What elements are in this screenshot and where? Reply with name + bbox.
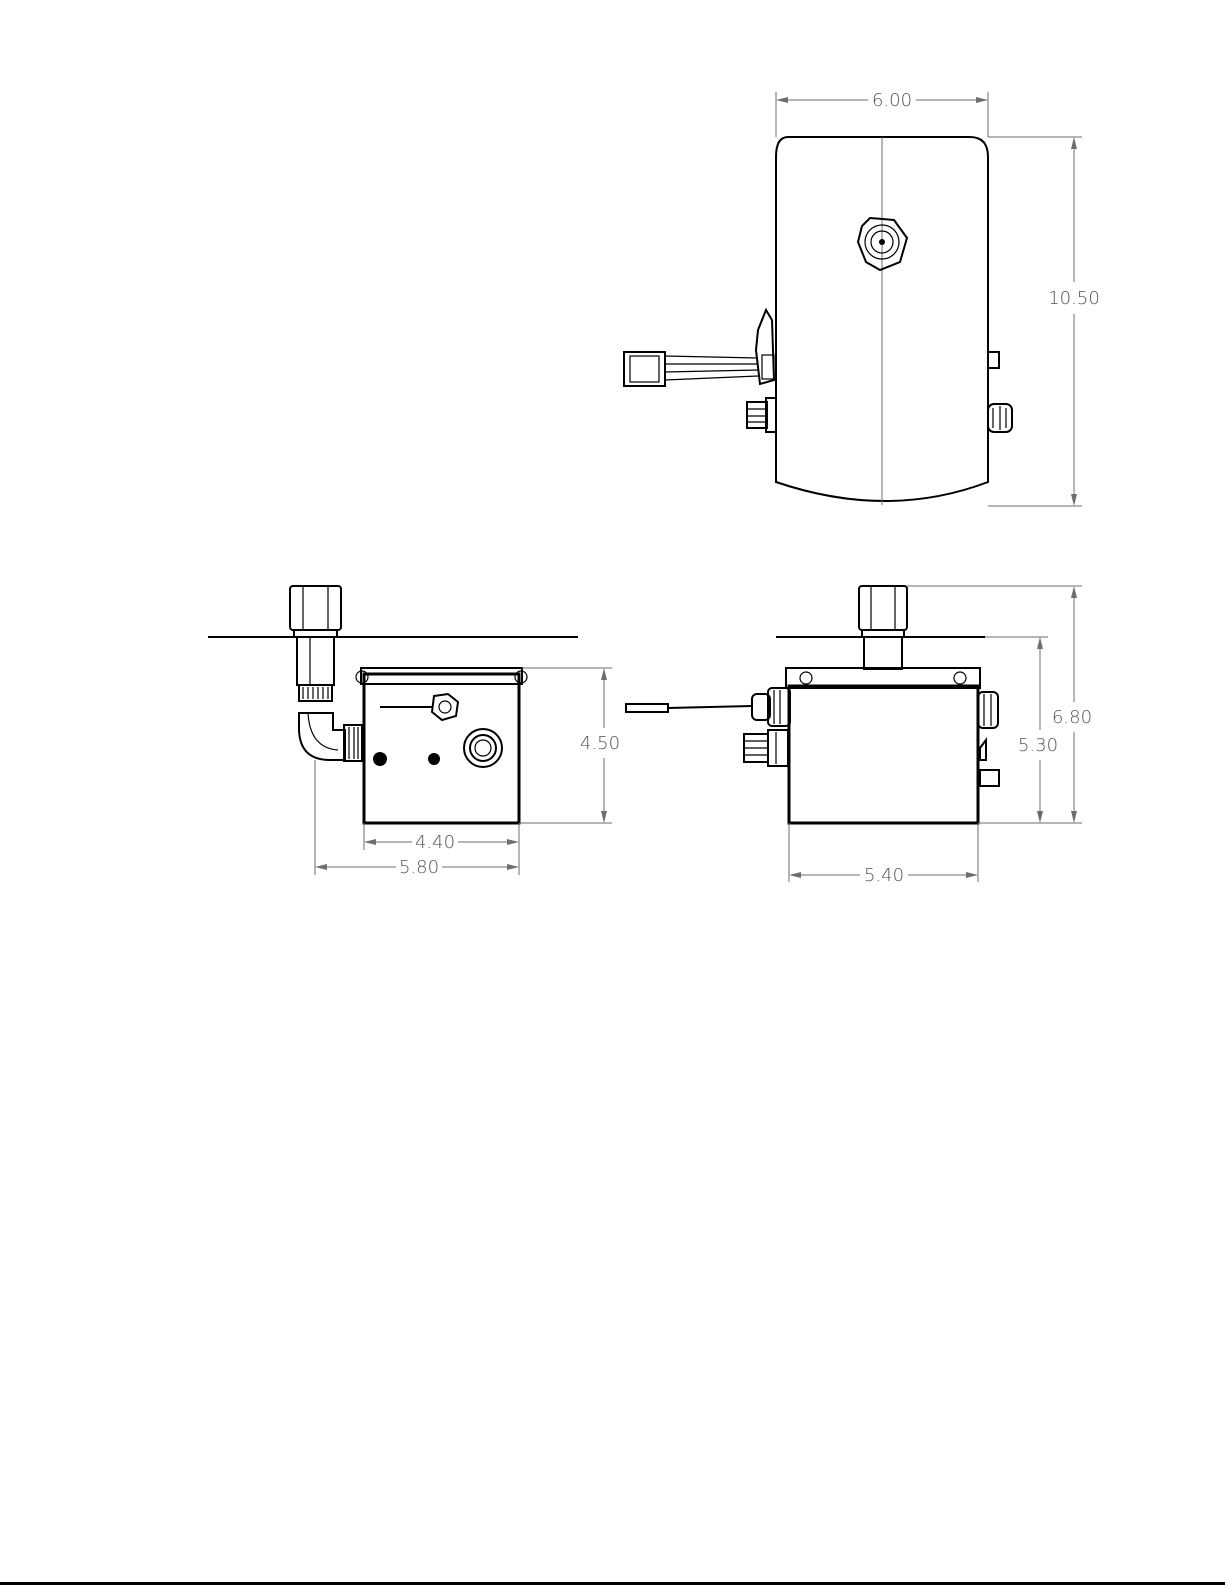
- top-left-fitting: [747, 398, 776, 432]
- front-left-gland: [752, 688, 790, 726]
- dim-label-side-outer-width: 5.80: [399, 857, 439, 878]
- side-tube: [297, 637, 334, 701]
- dim-6-00: 6.00: [776, 90, 988, 137]
- dim-6-80: 6.80: [907, 586, 1092, 823]
- side-hole-1: [373, 752, 387, 766]
- dim-label-front-mid-height: 5.30: [1018, 735, 1058, 756]
- dim-4-40: 4.40: [364, 823, 519, 853]
- front-right-tab: [980, 740, 999, 786]
- side-box-lid: [361, 668, 522, 684]
- front-right-gland: [978, 692, 998, 728]
- dim-5-30: 5.30: [978, 637, 1058, 823]
- side-port: [464, 729, 502, 767]
- side-top-nut: [290, 586, 341, 637]
- dim-label-side-inner-width: 4.40: [415, 832, 455, 853]
- dim-label-side-height: 4.50: [580, 733, 620, 754]
- front-view: 5.40 5.30 6.80: [626, 586, 1092, 886]
- dim-label-front-total-height: 6.80: [1052, 707, 1092, 728]
- side-elbow-fitting: [299, 713, 362, 875]
- dim-label-front-width: 5.40: [864, 865, 904, 886]
- front-top-nut: [859, 586, 907, 637]
- front-left-fitting: [744, 730, 788, 766]
- top-view: 6.00 10.50: [624, 90, 1100, 506]
- front-wire-probe: [626, 704, 752, 712]
- dim-4-50: 4.50: [519, 668, 620, 823]
- side-hole-2: [428, 753, 440, 765]
- dim-10-50: 10.50: [988, 137, 1100, 506]
- side-view: 4.50 4.40 5.80: [208, 586, 620, 878]
- dim-5-80: 5.80: [315, 850, 519, 878]
- top-right-gland: [988, 404, 1012, 432]
- dim-label-top-height: 10.50: [1048, 288, 1100, 309]
- front-box: [789, 686, 978, 823]
- wire-connector: [624, 310, 774, 386]
- dim-5-40: 5.40: [789, 823, 978, 886]
- top-right-tab: [988, 352, 999, 368]
- dim-label-top-width: 6.00: [872, 90, 912, 111]
- side-connector: [380, 694, 458, 720]
- front-neck: [864, 637, 902, 669]
